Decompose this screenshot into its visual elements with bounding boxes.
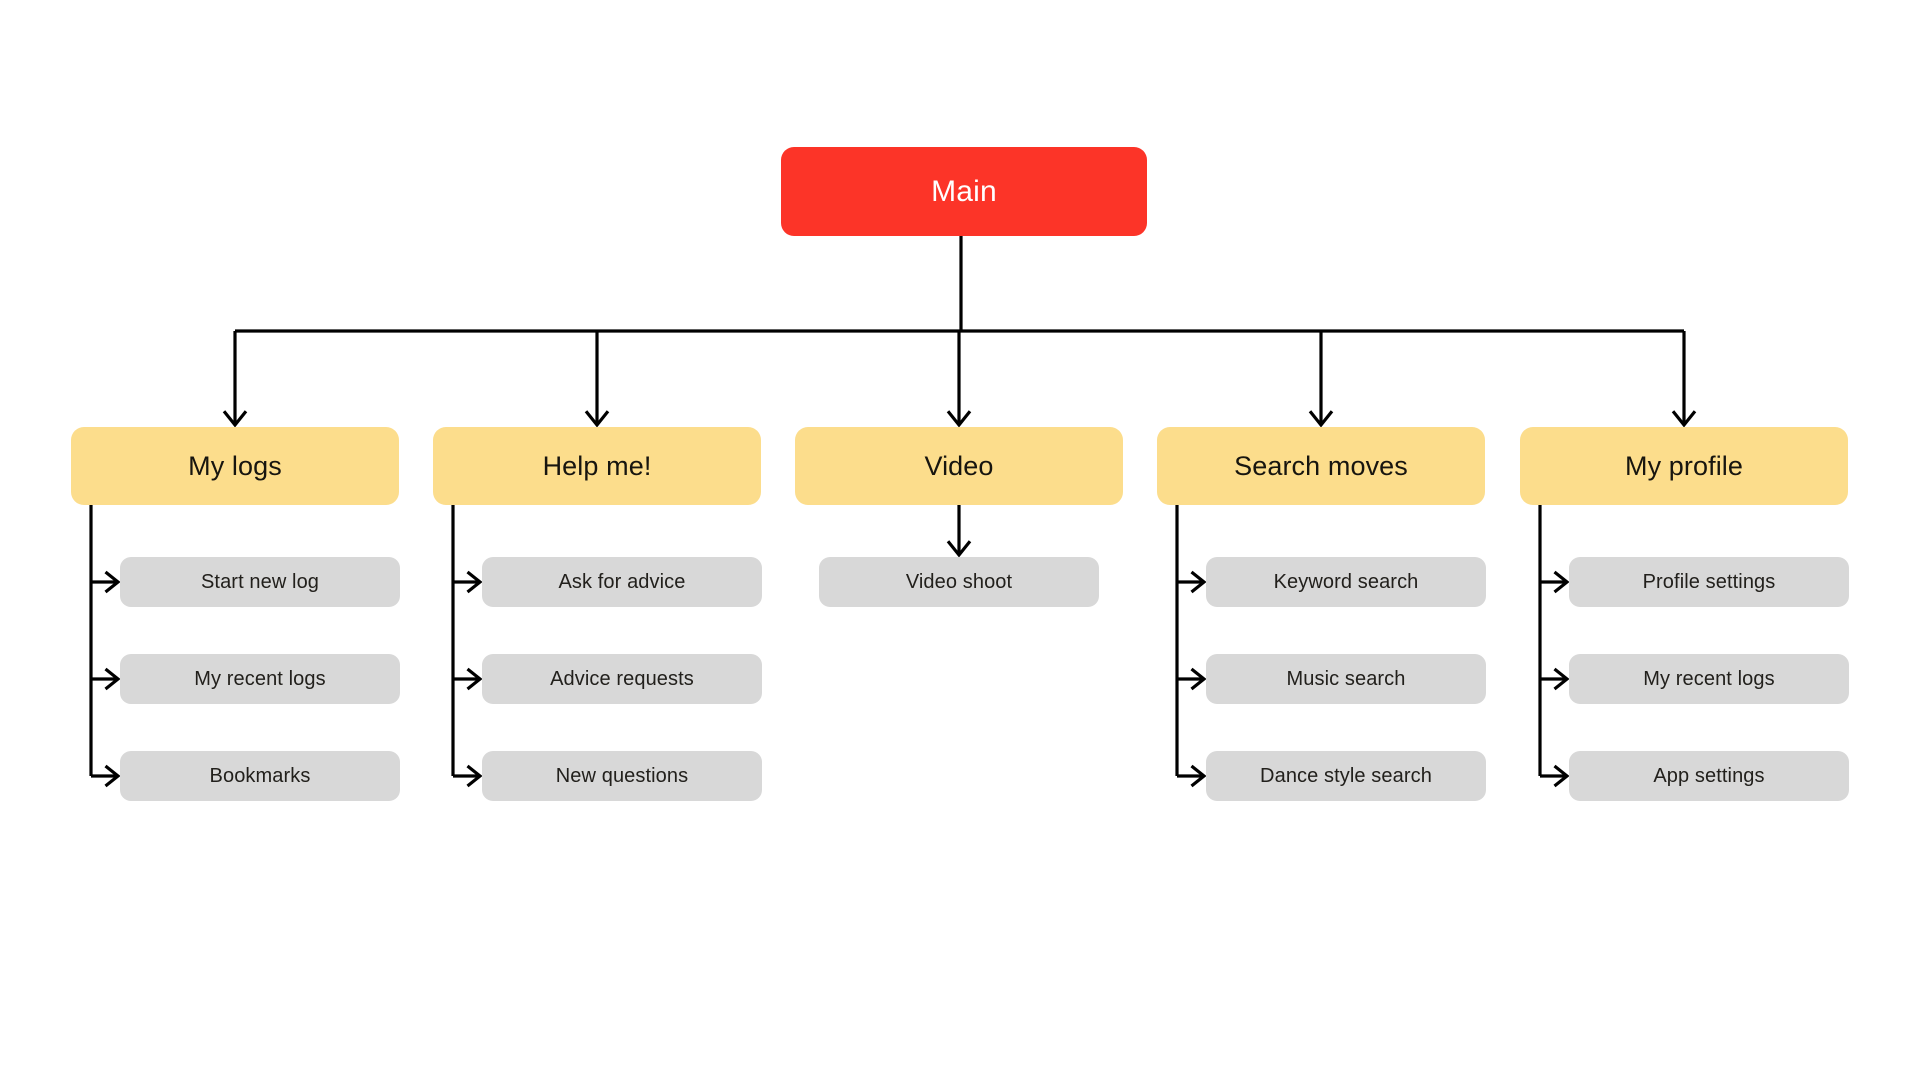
arrow-down-section-3 bbox=[1308, 410, 1334, 428]
arrow-right-child-4-2 bbox=[1553, 764, 1570, 788]
arrow-right-child-0-2 bbox=[104, 764, 121, 788]
node-leaf-4-2[interactable]: App settings bbox=[1569, 751, 1849, 801]
node-leaf-3-2[interactable]: Dance style search bbox=[1206, 751, 1486, 801]
arrow-right-child-3-2 bbox=[1190, 764, 1207, 788]
arrow-down-child-2-0 bbox=[946, 540, 972, 558]
node-leaf-0-1[interactable]: My recent logs bbox=[120, 654, 400, 704]
arrow-right-child-0-1 bbox=[104, 667, 121, 691]
arrow-right-child-3-1 bbox=[1190, 667, 1207, 691]
node-section-4[interactable]: My profile bbox=[1520, 427, 1848, 505]
node-leaf-0-2[interactable]: Bookmarks bbox=[120, 751, 400, 801]
arrow-down-section-4 bbox=[1671, 410, 1697, 428]
node-section-2[interactable]: Video bbox=[795, 427, 1123, 505]
arrow-right-child-3-0 bbox=[1190, 570, 1207, 594]
arrow-down-section-2 bbox=[946, 410, 972, 428]
node-leaf-3-1[interactable]: Music search bbox=[1206, 654, 1486, 704]
arrow-right-child-4-0 bbox=[1553, 570, 1570, 594]
node-leaf-1-1[interactable]: Advice requests bbox=[482, 654, 762, 704]
arrow-down-section-1 bbox=[584, 410, 610, 428]
node-leaf-4-0[interactable]: Profile settings bbox=[1569, 557, 1849, 607]
node-section-3[interactable]: Search moves bbox=[1157, 427, 1485, 505]
arrow-down-section-0 bbox=[222, 410, 248, 428]
arrow-right-child-4-1 bbox=[1553, 667, 1570, 691]
node-leaf-3-0[interactable]: Keyword search bbox=[1206, 557, 1486, 607]
node-leaf-1-0[interactable]: Ask for advice bbox=[482, 557, 762, 607]
node-section-1[interactable]: Help me! bbox=[433, 427, 761, 505]
node-leaf-1-2[interactable]: New questions bbox=[482, 751, 762, 801]
arrow-right-child-1-0 bbox=[466, 570, 483, 594]
node-section-0[interactable]: My logs bbox=[71, 427, 399, 505]
node-leaf-2-0[interactable]: Video shoot bbox=[819, 557, 1099, 607]
node-leaf-0-0[interactable]: Start new log bbox=[120, 557, 400, 607]
arrow-right-child-1-1 bbox=[466, 667, 483, 691]
node-main[interactable]: Main bbox=[781, 147, 1147, 236]
node-leaf-4-1[interactable]: My recent logs bbox=[1569, 654, 1849, 704]
arrow-right-child-1-2 bbox=[466, 764, 483, 788]
arrow-right-child-0-0 bbox=[104, 570, 121, 594]
